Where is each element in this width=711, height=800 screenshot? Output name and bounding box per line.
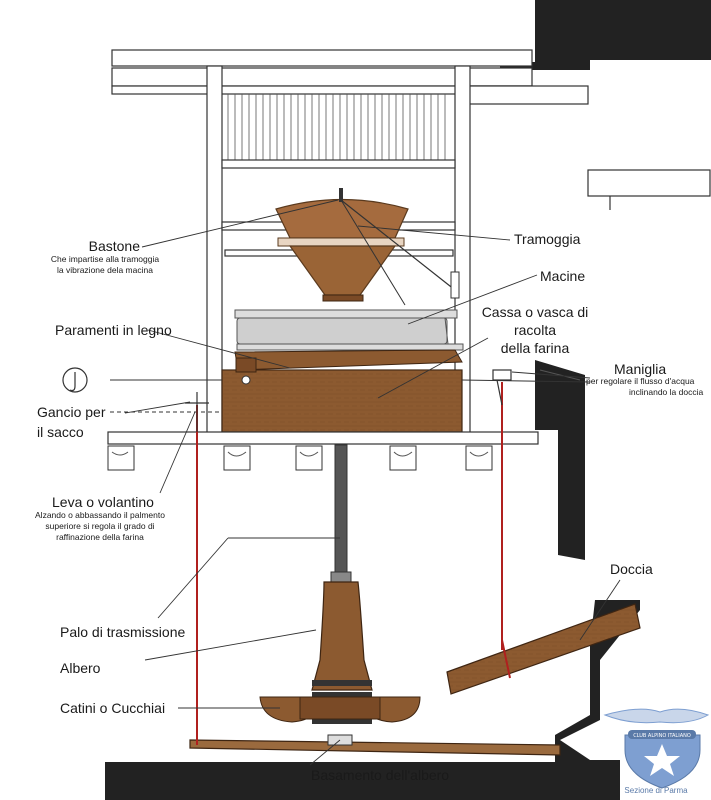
label-gancio-1: Gancio per: [37, 404, 106, 420]
leader-lines: [124, 199, 621, 766]
label-tramoggia: Tramoggia: [514, 231, 581, 247]
wooden-casing: [221, 349, 463, 433]
label-macine: Macine: [540, 268, 586, 284]
label-doccia: Doccia: [610, 561, 653, 577]
label-bastone: Bastone: [88, 238, 140, 254]
shaft-base: [189, 734, 561, 756]
note-maniglia-1: per regolare il flusso d'acqua: [586, 376, 695, 386]
note-leva-1: Alzando o abbassando il palmento: [35, 510, 165, 520]
label-albero: Albero: [60, 660, 101, 676]
note-leva-3: raffinazione della farina: [56, 532, 144, 542]
transmission-shaft: [330, 444, 352, 583]
note-bastone-2: la vibrazione dela macina: [57, 265, 153, 275]
floor: [107, 379, 591, 471]
sack-hook: [62, 367, 88, 393]
cai-logo: CLUB ALPINO ITALIANO: [603, 708, 710, 789]
label-leva: Leva o volantino: [52, 494, 154, 510]
control-ropes: [196, 382, 511, 745]
note-maniglia-2: inclinando la doccia: [629, 387, 704, 397]
label-cassa-3: della farina: [500, 340, 570, 356]
top-frame: [111, 49, 711, 210]
lever: [185, 369, 512, 432]
label-paramenti: Paramenti in legno: [55, 322, 172, 338]
millstones: [234, 309, 464, 351]
note-bastone-1: Che impartise alla tramoggia: [50, 254, 160, 264]
hopper: [275, 188, 460, 306]
water-chute: [446, 603, 641, 695]
label-cassa-2: racolta: [513, 322, 557, 338]
label-cassa-1: Cassa o vasca di: [481, 304, 589, 320]
albero-hub: [311, 581, 373, 724]
logo-caption: Sezione di Parma: [624, 786, 688, 795]
label-maniglia: Maniglia: [614, 361, 667, 377]
note-leva-2: superiore si regola il grado di: [45, 521, 155, 531]
label-basamento: Basamento dell'albero: [311, 767, 450, 783]
label-palo: Palo di trasmissione: [60, 624, 186, 640]
masonry-wall: [105, 0, 711, 800]
label-gancio-2: il sacco: [37, 424, 84, 440]
paddle-wheel: [259, 696, 421, 723]
ceiling-planks: [227, 94, 446, 160]
label-catini: Catini o Cucchiai: [60, 700, 166, 716]
logo-ring-text: CLUB ALPINO ITALIANO: [633, 733, 691, 739]
